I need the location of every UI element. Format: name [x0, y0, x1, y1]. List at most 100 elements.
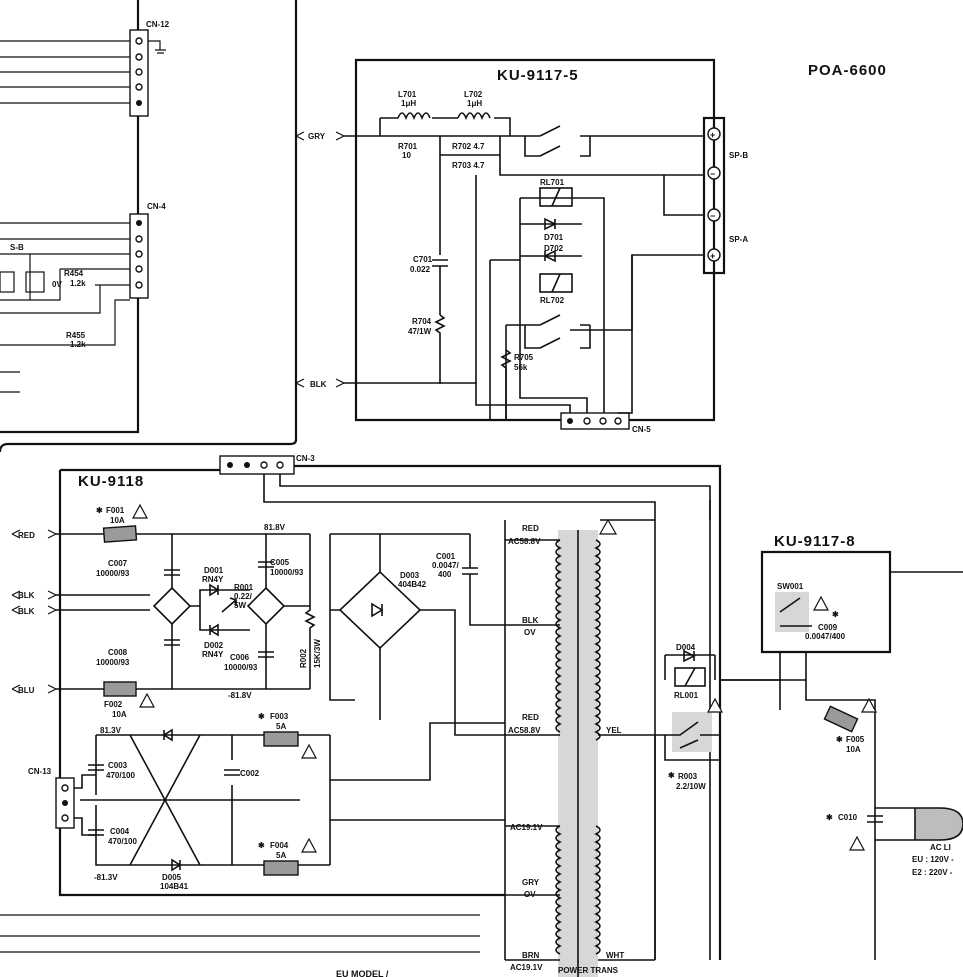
diode-d701 — [544, 217, 557, 231]
cn12-label: CN-12 — [146, 20, 170, 29]
d002-label: D002 — [204, 641, 224, 650]
r703-label: R703 4.7 — [452, 161, 485, 170]
c701-value: 0.022 — [410, 265, 431, 274]
bridge-rectifier-2 — [246, 586, 286, 626]
cn5-label: CN-5 — [632, 425, 651, 434]
r704-label: R704 — [412, 317, 432, 326]
svg-text:✱: ✱ — [826, 813, 833, 822]
c002-label: C002 — [240, 769, 260, 778]
f003-label: F003 — [270, 712, 289, 721]
r003-label: R003 — [678, 772, 698, 781]
svg-text:+: + — [710, 251, 715, 261]
blk1-wire-label: BLK — [18, 591, 35, 600]
bottom-note: EU MODEL / — [336, 969, 389, 977]
svg-text:✱: ✱ — [258, 841, 265, 850]
d005-label: D005 — [162, 873, 182, 882]
gry-wire-label: GRY — [308, 132, 326, 141]
d702-label: D702 — [544, 244, 564, 253]
rl702-label: RL702 — [540, 296, 565, 305]
l701-label: L701 — [398, 90, 417, 99]
trans-gry-label: GRY — [522, 878, 540, 887]
c006-value: 10000/93 — [224, 663, 258, 672]
l702-value: 1μH — [467, 99, 482, 108]
d701-label: D701 — [544, 233, 564, 242]
diode-symbol — [371, 602, 384, 618]
fuse-f004 — [263, 860, 299, 876]
f002-value: 10A — [112, 710, 127, 719]
fuse-f002 — [103, 681, 137, 697]
blk2-wire-label: BLK — [18, 607, 35, 616]
trans-red1-label: RED — [522, 524, 539, 533]
c006-label: C006 — [230, 653, 250, 662]
r002-value: 15K/3W — [313, 639, 322, 668]
c009-label: C009 — [818, 623, 838, 632]
r701-label: R701 — [398, 142, 418, 151]
bridge-rectifier-1 — [152, 586, 192, 626]
r704-value: 47/1W — [408, 327, 432, 336]
l701-value: 1μH — [401, 99, 416, 108]
f001-value: 10A — [110, 516, 125, 525]
connector-cn5 — [560, 412, 630, 430]
switch-board-title: KU-9117-8 — [774, 533, 856, 550]
blk-wire-label: BLK — [310, 380, 327, 389]
trans-yel-label: YEL — [606, 726, 622, 735]
ac-line-label: AC LI — [930, 843, 951, 852]
trans-blk-label: BLK — [522, 616, 539, 625]
inductor-l702 — [457, 112, 491, 121]
c001-voltage: 400 — [438, 570, 452, 579]
c001-label: C001 — [436, 552, 456, 561]
rl701-label: RL701 — [540, 178, 565, 187]
ac-plug-icon — [914, 807, 963, 841]
r001-label: R001 — [234, 583, 254, 592]
board-separator — [0, 0, 298, 453]
svg-text:✱: ✱ — [258, 712, 265, 721]
trans-brn-label: BRN — [522, 951, 540, 960]
trans-ov2-label: OV — [524, 890, 536, 899]
r454-value: 1.2k — [70, 279, 86, 288]
c005-value: 10000/93 — [270, 568, 304, 577]
f003-value: 5A — [276, 722, 286, 731]
r705-value: 56k — [514, 363, 528, 372]
fuse-f001 — [102, 525, 138, 543]
cn13-label: CN-13 — [28, 767, 52, 776]
relay-rl702 — [539, 273, 573, 293]
spa-label: SP-A — [729, 235, 748, 244]
spb-label: SP-B — [729, 151, 748, 160]
r455-value: 1.2k — [70, 340, 86, 349]
c005-label: C005 — [270, 558, 290, 567]
v813n-label: -81.3V — [94, 873, 118, 882]
d003-label: D003 — [400, 571, 420, 580]
r002-label: R002 — [299, 648, 308, 668]
trans-ov1-label: OV — [524, 628, 536, 637]
diode-d702 — [543, 249, 556, 263]
svg-text:✱: ✱ — [96, 506, 103, 515]
svg-text:✱: ✱ — [832, 610, 839, 619]
r702-label: R702 4.7 — [452, 142, 485, 151]
c003-label: C003 — [108, 761, 128, 770]
l702-label: L702 — [464, 90, 483, 99]
svg-text:−: − — [710, 211, 715, 221]
trans-name-label: POWER TRANS — [558, 966, 619, 975]
relay-rl701 — [539, 187, 573, 207]
power-board-title: KU-9118 — [78, 473, 144, 490]
c008-value: 10000/93 — [96, 658, 130, 667]
sb-label: S-B — [10, 243, 24, 252]
r001-power: 5W — [234, 601, 246, 610]
c008-label: C008 — [108, 648, 128, 657]
blu-wire-label: BLU — [18, 686, 35, 695]
f004-label: F004 — [270, 841, 289, 850]
c701-label: C701 — [413, 255, 433, 264]
r701-value: 10 — [402, 151, 411, 160]
v818p-label: 81.8V — [264, 523, 286, 532]
c001-value: 0.0047/ — [432, 561, 459, 570]
f005-value: 10A — [846, 745, 861, 754]
r001-value: 0.22/ — [234, 592, 253, 601]
sw001-label: SW001 — [777, 582, 804, 591]
connector-cn3 — [219, 455, 295, 475]
d005-value: 104B41 — [160, 882, 189, 891]
trans-ac4-label: AC19.1V — [510, 963, 543, 972]
output-board-title: KU-9117-5 — [497, 67, 579, 84]
ac-line-e2: E2 : 220V - — [912, 868, 953, 877]
cn3-label: CN-3 — [296, 454, 315, 463]
